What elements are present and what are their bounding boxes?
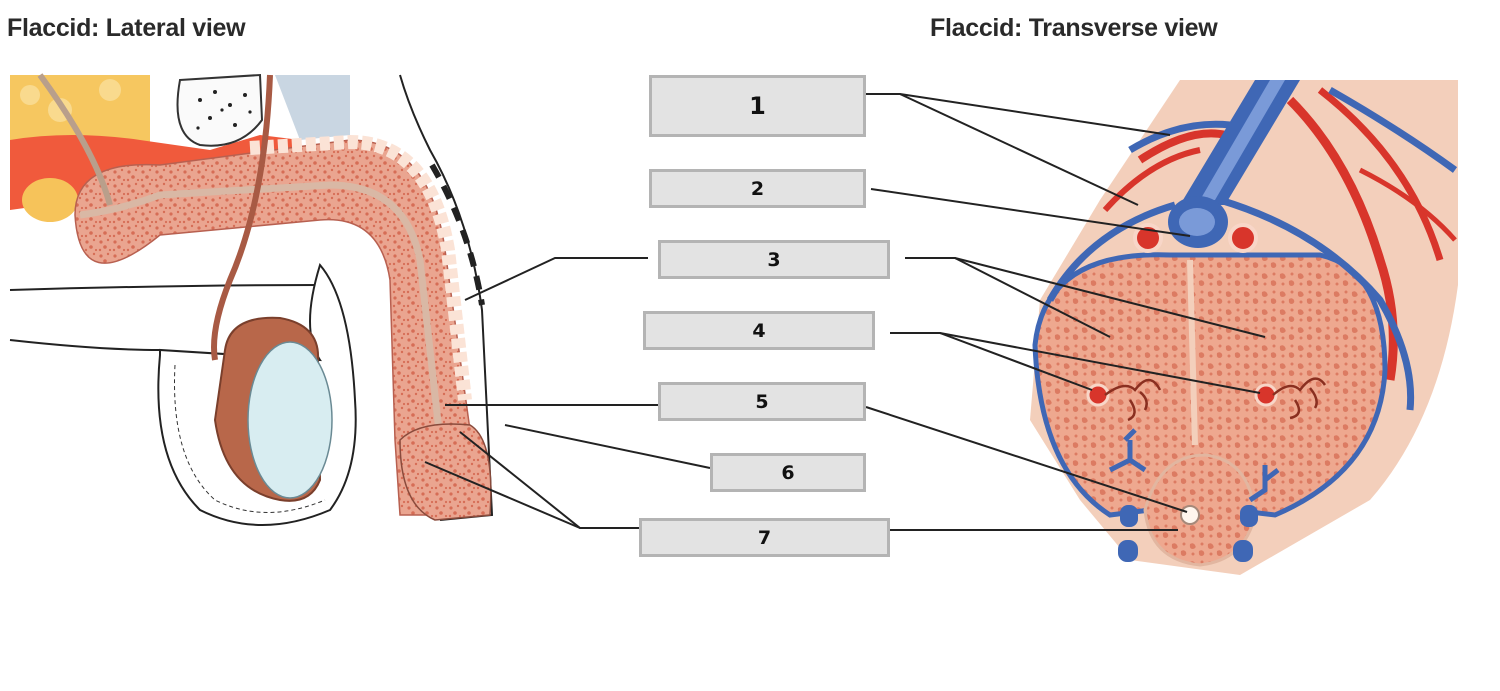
- leader-lines: [424, 93, 1266, 531]
- testis: [247, 341, 333, 499]
- leader-3-left: [464, 257, 648, 301]
- leader-6: [504, 424, 711, 469]
- label-box-5[interactable]: 5: [658, 382, 866, 421]
- label-box-4[interactable]: 4: [643, 311, 875, 350]
- label-box-7-text: 7: [757, 526, 772, 549]
- label-box-4-text: 4: [752, 319, 766, 342]
- glans: [399, 423, 492, 521]
- label-box-6[interactable]: 6: [710, 453, 866, 492]
- label-box-3-text: 3: [767, 248, 781, 271]
- leader-2: [870, 188, 1191, 237]
- deep-artery-left: [1086, 383, 1110, 407]
- pubic-bone: [176, 73, 264, 147]
- corpora-cavernosa: [1032, 252, 1388, 518]
- urethra-cross-section: [1180, 505, 1200, 525]
- label-box-2-text: 2: [750, 177, 765, 200]
- gland: [22, 178, 78, 222]
- leader-5-right: [865, 406, 1188, 513]
- label-box-5-text: 5: [755, 390, 769, 413]
- label-box-3[interactable]: 3: [658, 240, 890, 279]
- deep-artery-right: [1254, 383, 1278, 407]
- label-box-6-text: 6: [781, 461, 795, 484]
- transverse-view-title: Flaccid: Transverse view: [930, 14, 1218, 42]
- lateral-view-illustration: [9, 73, 494, 526]
- leader-1b: [899, 93, 1139, 206]
- label-box-2[interactable]: 2: [649, 169, 866, 208]
- lateral-view-title: Flaccid: Lateral view: [7, 14, 246, 42]
- dorsal-artery-right: [1228, 223, 1258, 253]
- label-box-7[interactable]: 7: [639, 518, 890, 557]
- label-box-1[interactable]: 1: [649, 75, 866, 137]
- ligament: [275, 75, 350, 140]
- leader-7-b: [424, 461, 581, 529]
- leader-4-b: [939, 332, 1261, 394]
- label-box-1-text: 1: [749, 92, 766, 120]
- urethra: [79, 181, 452, 506]
- leader-3-b: [954, 257, 1266, 338]
- transverse-view-illustration: [1030, 80, 1458, 575]
- vas-deferens: [211, 74, 273, 361]
